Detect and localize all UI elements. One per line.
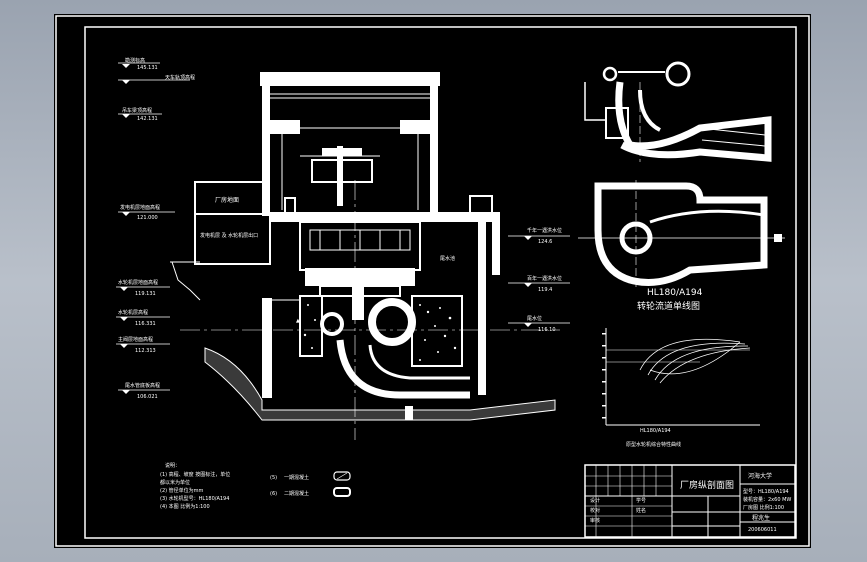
outer-border <box>55 15 810 547</box>
student-id: 200606011 <box>748 527 777 533</box>
elevation-marker: 吊车梁顶高程 142.131 <box>118 107 162 122</box>
elevation-value: 121.000 <box>137 215 158 221</box>
title-cell-name: 姓名 <box>636 507 646 514</box>
elevation-marker: 勘测标高 天车轨顶高程 145.131 <box>118 57 195 84</box>
elevation-value: 145.131 <box>137 65 158 71</box>
author-name: 程兆生 <box>752 514 770 522</box>
elevation-marker: 主阀层地面高程 112.313 <box>116 336 170 354</box>
inner-border <box>84 26 797 539</box>
title-cell-review: 审核 <box>590 517 600 524</box>
elevation-marker: 水轮机层地面高程 119.131 <box>116 279 170 297</box>
elevation-title: 尾水管底板高程 <box>125 382 160 389</box>
elevation-value: 116.10 <box>538 327 556 333</box>
elevation-marker: 百年一遇洪水位 119.4 <box>508 275 570 293</box>
elevation-value: 116.331 <box>135 321 156 327</box>
notes-line: (2) 管径单位为mm <box>160 487 204 494</box>
legend-secondary-concrete-label: 二期混凝土 <box>284 490 309 497</box>
hill-chart-model: HL180/A194 <box>640 428 671 434</box>
spec-line: 装机容量：2x60 MW <box>743 496 791 503</box>
title-cell-id: 学号 <box>636 497 646 504</box>
svg-text:▲: ▲ <box>296 318 300 324</box>
elevation-value: 142.131 <box>137 116 158 122</box>
notes-line: (4) 本图 比例为1:100 <box>160 503 210 510</box>
elevation-marker: 发电机层地面高程 121.000 <box>118 204 175 221</box>
elevation-title: 百年一遇洪水位 <box>527 275 562 282</box>
elevation-value: 119.131 <box>135 291 156 297</box>
elevation-marker: 千年一遇洪水位 124.6 <box>508 227 570 245</box>
elevation-extra: 天车轨顶高程 <box>165 74 195 81</box>
title-cell-design: 设计 <box>590 497 600 504</box>
powerhouse-section: 厂房地面 发电机层 及 水轮机层出口 <box>170 72 560 440</box>
elevation-value: 124.6 <box>538 239 552 245</box>
elevation-title: 千年一遇洪水位 <box>527 227 562 234</box>
legend-primary-concrete-swatch <box>333 471 351 481</box>
elevation-title: 吊车梁顶高程 <box>122 107 152 114</box>
elevation-title: 勘测标高 <box>125 57 145 64</box>
title-cell-check: 校对 <box>590 507 600 514</box>
elevation-marker: 尾水位 116.10 <box>508 315 570 333</box>
elevation-markers-right: 千年一遇洪水位 124.6 百年一遇洪水位 119.4 尾水位 116.10 <box>508 227 570 333</box>
notes-line: 都以米为单位 <box>160 479 190 486</box>
legend-secondary-concrete-swatch <box>333 487 351 497</box>
elevation-title: 尾水位 <box>527 315 542 322</box>
notes-block: 说明： (1) 高程、坡度 按图标注，单位 都以米为单位 (2) 管径单位为mm… <box>160 462 351 510</box>
hill-chart: HL180/A194 原型水轮机综合特性曲线 <box>602 328 760 448</box>
legend-primary-concrete-label: 一期混凝土 <box>284 474 309 481</box>
notes-title: 说明： <box>165 462 180 469</box>
elevation-title: 发电机层地面高程 <box>120 204 160 211</box>
runner-model-label: HL180/A194 <box>647 288 703 298</box>
runner-flow-path-diagram: HL180/A194 转轮流道单线图 <box>578 61 785 312</box>
title-block: 设计 校对 审核 学号 姓名 厂房纵剖面图 河海大学 型号：HL180/A194… <box>584 464 796 538</box>
elevation-value: 106.021 <box>137 394 158 400</box>
elevation-value: 112.313 <box>135 348 156 354</box>
elevation-markers-left: 勘测标高 天车轨顶高程 145.131 吊车梁顶高程 142.131 发电机层地… <box>116 57 195 400</box>
drawing-name: 厂房纵剖面图 <box>680 479 734 491</box>
elevation-title: 主阀层地面高程 <box>118 336 153 343</box>
tailwater-pool-label: 尾水池 <box>440 255 455 262</box>
elevation-title: 水轮机层高程 <box>118 309 148 316</box>
elevation-title: 水轮机层地面高程 <box>118 279 158 286</box>
elevation-value: 119.4 <box>538 287 552 293</box>
spec-line: 厂房图 比例1:100 <box>743 504 784 511</box>
elevation-marker: 尾水管底板高程 106.021 <box>118 382 170 400</box>
generator-room-label: 发电机层 及 水轮机层出口 <box>200 232 258 239</box>
spec-line: 型号：HL180/A194 <box>743 488 789 495</box>
university-name: 河海大学 <box>748 472 772 480</box>
legend-number: (6) <box>270 491 277 497</box>
legend-number: (5) <box>270 475 277 481</box>
flow-path-title: 转轮流道单线图 <box>637 300 700 312</box>
notes-line: (1) 高程、坡度 按图标注，单位 <box>160 471 230 478</box>
notes-line: (3) 水轮机型号：HL180/A194 <box>160 495 229 502</box>
hill-chart-caption: 原型水轮机综合特性曲线 <box>626 441 681 448</box>
elevation-marker: 水轮机层高程 116.331 <box>116 309 170 327</box>
plant-floor-label: 厂房地面 <box>215 196 239 204</box>
